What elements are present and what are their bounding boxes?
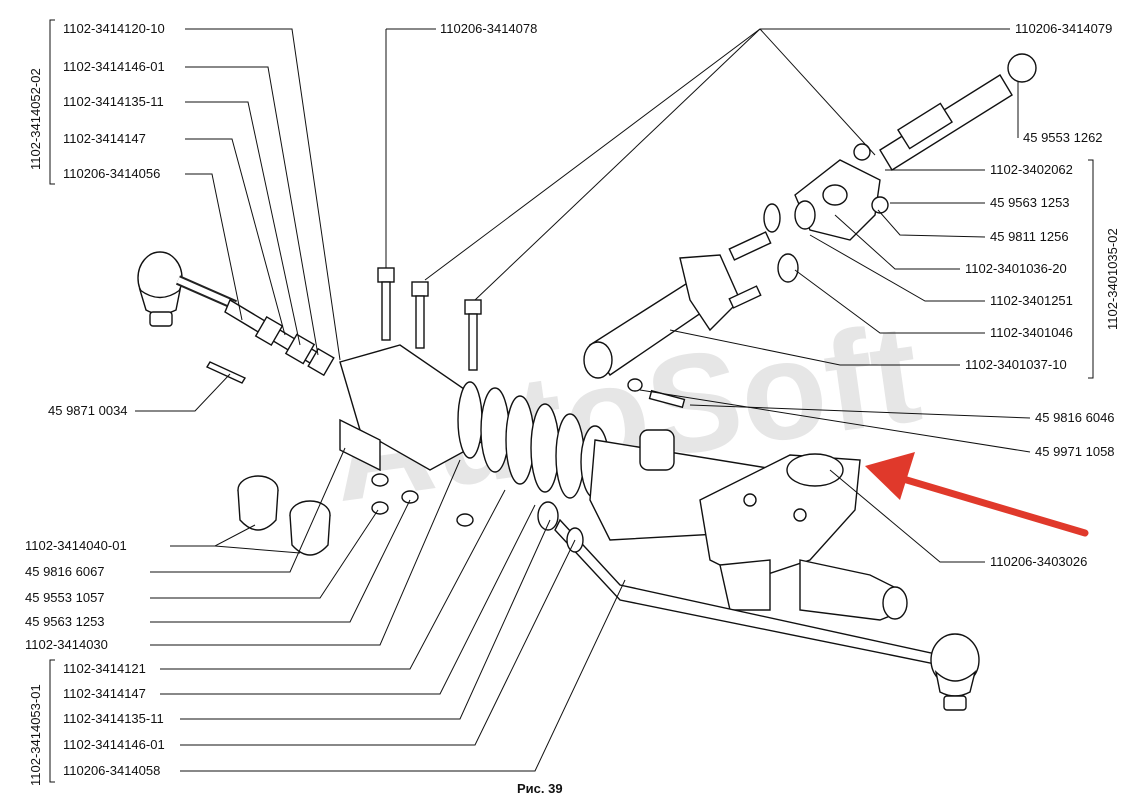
- nuts-left: [371, 473, 474, 527]
- group-label-left-bottom: 1102-3414053-01: [28, 684, 43, 786]
- red-arrow: [865, 452, 1089, 537]
- bolts: [377, 267, 482, 371]
- label-110206-3403026: 110206-3403026: [990, 554, 1088, 569]
- label-110206-3414078: 110206-3414078: [440, 21, 538, 36]
- label-1102-3414040-01: 1102-3414040-01: [25, 538, 127, 553]
- label-45-9811-1256: 45 9811 1256: [990, 229, 1069, 244]
- label-45-9553-1057: 45 9553 1057: [25, 590, 105, 605]
- steering-shaft: [879, 53, 1037, 171]
- figure-caption: Рис. 39: [517, 781, 563, 796]
- label-45-9971-1058: 45 9971 1058: [1035, 444, 1115, 459]
- group-label-right: 1102-3401035-02: [1105, 228, 1120, 330]
- label-1102-3401046: 1102-3401046: [990, 325, 1073, 340]
- label-1102-3401251: 1102-3401251: [990, 293, 1073, 308]
- label-1102-3414147-bottom: 1102-3414147: [63, 686, 146, 701]
- intermediate-shaft: [583, 203, 799, 379]
- rubber-mounts: [237, 475, 331, 556]
- label-1102-3414146-01-bottom: 1102-3414146-01: [63, 737, 165, 752]
- label-1102-3401036-20: 1102-3401036-20: [965, 261, 1067, 276]
- cotter-pin: [205, 361, 247, 384]
- label-1102-3414135-11-bottom: 1102-3414135-11: [63, 711, 164, 726]
- label-1102-3401037-10: 1102-3401037-10: [965, 357, 1067, 372]
- label-1102-3414030: 1102-3414030: [25, 637, 108, 652]
- label-1102-3402062: 1102-3402062: [990, 162, 1073, 177]
- label-1102-3414146-01: 1102-3414146-01: [63, 59, 165, 74]
- label-45-9563-1253-left: 45 9563 1253: [25, 614, 105, 629]
- right-ball-joint: [930, 633, 980, 711]
- label-1102-3414147: 1102-3414147: [63, 131, 146, 146]
- label-110206-3414058: 110206-3414058: [63, 763, 161, 778]
- coupling-flange: [794, 143, 889, 241]
- parts: [137, 53, 1037, 711]
- label-45-9816-6046: 45 9816 6046: [1035, 410, 1115, 425]
- label-45-9871-0034: 45 9871 0034: [48, 403, 128, 418]
- label-45-9553-1262: 45 9553 1262: [1023, 130, 1103, 145]
- group-brackets: [49, 19, 1094, 783]
- leader-lines: [135, 28, 1031, 772]
- group-label-left-top: 1102-3414052-02: [28, 68, 43, 170]
- left-ball-joint: [137, 251, 238, 327]
- label-45-9816-6067: 45 9816 6067: [25, 564, 105, 579]
- label-45-9563-1253-right: 45 9563 1253: [990, 195, 1070, 210]
- left-tie-rod: [224, 298, 335, 377]
- label-110206-3414056: 110206-3414056: [63, 166, 161, 181]
- label-1102-3414135-11: 1102-3414135-11: [63, 94, 164, 109]
- label-1102-3414121: 1102-3414121: [63, 661, 146, 676]
- label-110206-3414079: 110206-3414079: [1015, 21, 1113, 36]
- label-1102-3414120-10: 1102-3414120-10: [63, 21, 165, 36]
